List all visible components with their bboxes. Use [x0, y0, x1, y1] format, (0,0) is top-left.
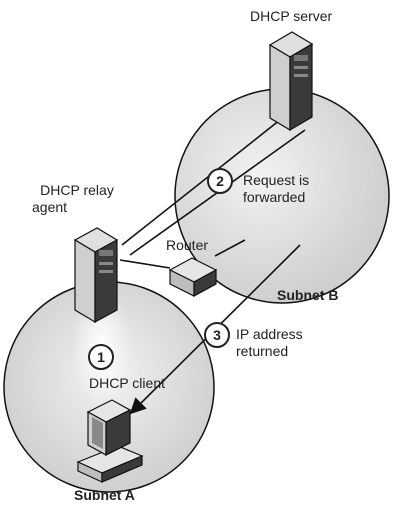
step3-label: IP address returned [236, 326, 303, 360]
relay-agent-label-line2: agent [32, 199, 68, 215]
dhcp-client-icon [76, 399, 144, 483]
step-2-badge: 2 [207, 168, 233, 194]
step2-label-line2: forwarded [243, 189, 306, 205]
router-icon [168, 257, 218, 298]
step2-label: Request is forwarded [243, 172, 309, 206]
dhcp-server-icon [268, 31, 314, 132]
subnet-a-label: Subnet A [74, 487, 135, 503]
router-label: Router [166, 237, 209, 253]
relay-agent-icon [73, 227, 119, 324]
dhcp-client-label: DHCP client [89, 375, 165, 391]
link-relay-router [119, 259, 171, 269]
relay-agent-label: DHCP relay agent [32, 182, 122, 216]
link-router-subnetb [214, 239, 246, 257]
relay-agent-label-line1: DHCP relay [40, 182, 114, 198]
step-1-badge: 1 [88, 344, 114, 370]
step-3-badge: 3 [204, 322, 230, 348]
step3-label-line1: IP address [236, 326, 303, 342]
step2-label-line1: Request is [243, 172, 310, 188]
arrow-request-forwarded [121, 110, 293, 246]
step3-label-line2: returned [236, 343, 289, 359]
subnet-b-label: Subnet B [277, 287, 339, 303]
dhcp-server-label: DHCP server [250, 8, 333, 24]
